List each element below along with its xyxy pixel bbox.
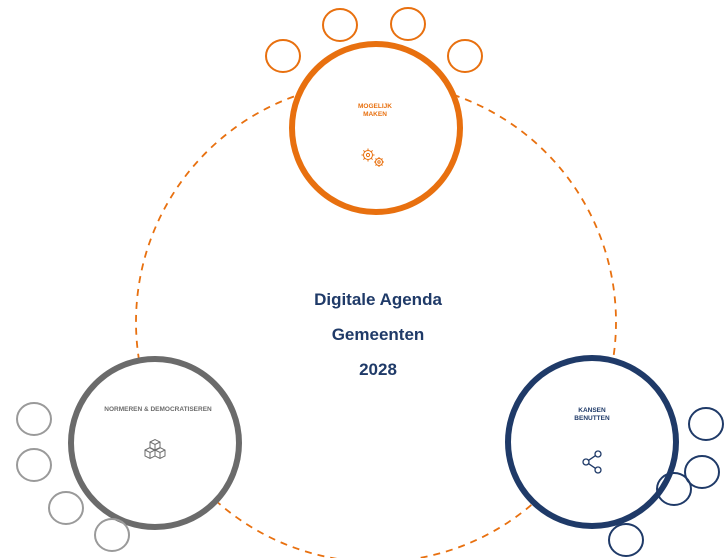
satellite-bubble xyxy=(48,491,84,525)
center-title-line-3: 2028 xyxy=(359,360,397,379)
satellite-bubble xyxy=(688,407,724,441)
cubes-icon xyxy=(144,438,166,460)
node-top-label-line-1: MOGELIJK xyxy=(358,103,392,110)
node-top-circle xyxy=(289,41,463,215)
center-title-line-1: Digitale Agenda xyxy=(314,290,442,309)
satellite-bubble xyxy=(608,523,644,557)
satellite-bubble xyxy=(94,518,130,552)
satellite-bubble xyxy=(656,472,692,506)
node-left-label-line-1: NORMEREN & DEMOCRATISEREN xyxy=(104,406,212,413)
satellite-bubble xyxy=(684,455,720,489)
share-icon xyxy=(582,450,602,474)
node-right-label: KANSEN BENUTTEN xyxy=(552,407,632,423)
dashed-cycle-ring xyxy=(135,81,617,558)
satellite-bubble xyxy=(265,39,301,73)
satellite-bubble xyxy=(322,8,358,42)
satellite-bubble xyxy=(16,402,52,436)
node-top-label-line-2: MAKEN xyxy=(363,111,387,118)
node-left-circle xyxy=(68,356,242,530)
satellite-bubble xyxy=(390,7,426,41)
node-right-circle xyxy=(505,355,679,529)
center-title: Digitale Agenda Gemeenten 2028 xyxy=(263,282,493,387)
center-title-line-2: Gemeenten xyxy=(331,325,425,344)
node-right-label-line-2: BENUTTEN xyxy=(574,415,610,422)
node-top-label: MOGELIJK MAKEN xyxy=(335,103,415,119)
satellite-bubble xyxy=(447,39,483,73)
satellite-bubble xyxy=(16,448,52,482)
node-right-label-line-1: KANSEN xyxy=(578,407,606,414)
gears-icon xyxy=(361,148,384,167)
node-left-label: NORMEREN & DEMOCRATISEREN xyxy=(83,406,233,414)
